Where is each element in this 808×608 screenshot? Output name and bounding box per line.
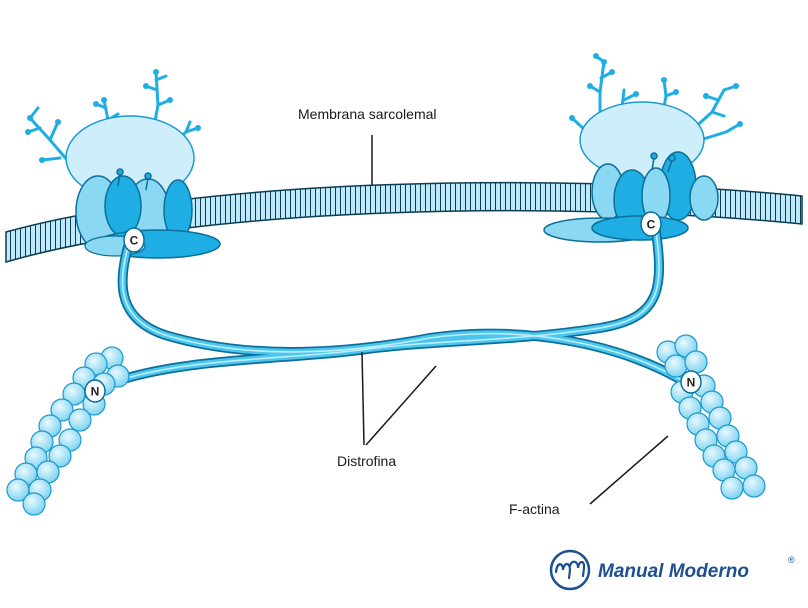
c-terminal-right: C bbox=[640, 211, 662, 237]
membrane-label: Membrana sarcolemal bbox=[298, 106, 437, 122]
dystrophin-leader-line-left bbox=[361, 351, 365, 446]
dystrophin-ropes bbox=[103, 220, 695, 390]
n-terminal-right: N bbox=[680, 370, 702, 394]
logo-registered-mark: ® bbox=[788, 555, 795, 565]
logo-wordmark: Manual Moderno bbox=[598, 561, 749, 582]
actin-label: F-actina bbox=[509, 501, 560, 517]
n-terminal-left: N bbox=[84, 379, 106, 403]
dystrophin-label: Distrofina bbox=[337, 453, 396, 469]
right-protein-complex bbox=[543, 53, 743, 243]
svg-text:N: N bbox=[687, 376, 696, 390]
actin-leader-line bbox=[589, 435, 669, 505]
right-sarcospan-subunit bbox=[689, 175, 719, 221]
right-f-actin-filament bbox=[656, 334, 766, 500]
logo-emblem bbox=[549, 549, 591, 591]
logo-emblem-letters bbox=[554, 560, 586, 580]
left-f-actin-filament bbox=[6, 346, 130, 516]
leader-lines bbox=[361, 135, 669, 505]
c-terminal-left: C bbox=[123, 227, 145, 253]
dystrophin-leader-line-right bbox=[365, 365, 437, 446]
left-sarcoglycan-subunit bbox=[104, 175, 142, 237]
svg-text:C: C bbox=[647, 218, 656, 232]
svg-text:N: N bbox=[91, 385, 100, 399]
publisher-logo: Manual Moderno ® bbox=[549, 549, 795, 591]
svg-text:C: C bbox=[130, 234, 139, 248]
